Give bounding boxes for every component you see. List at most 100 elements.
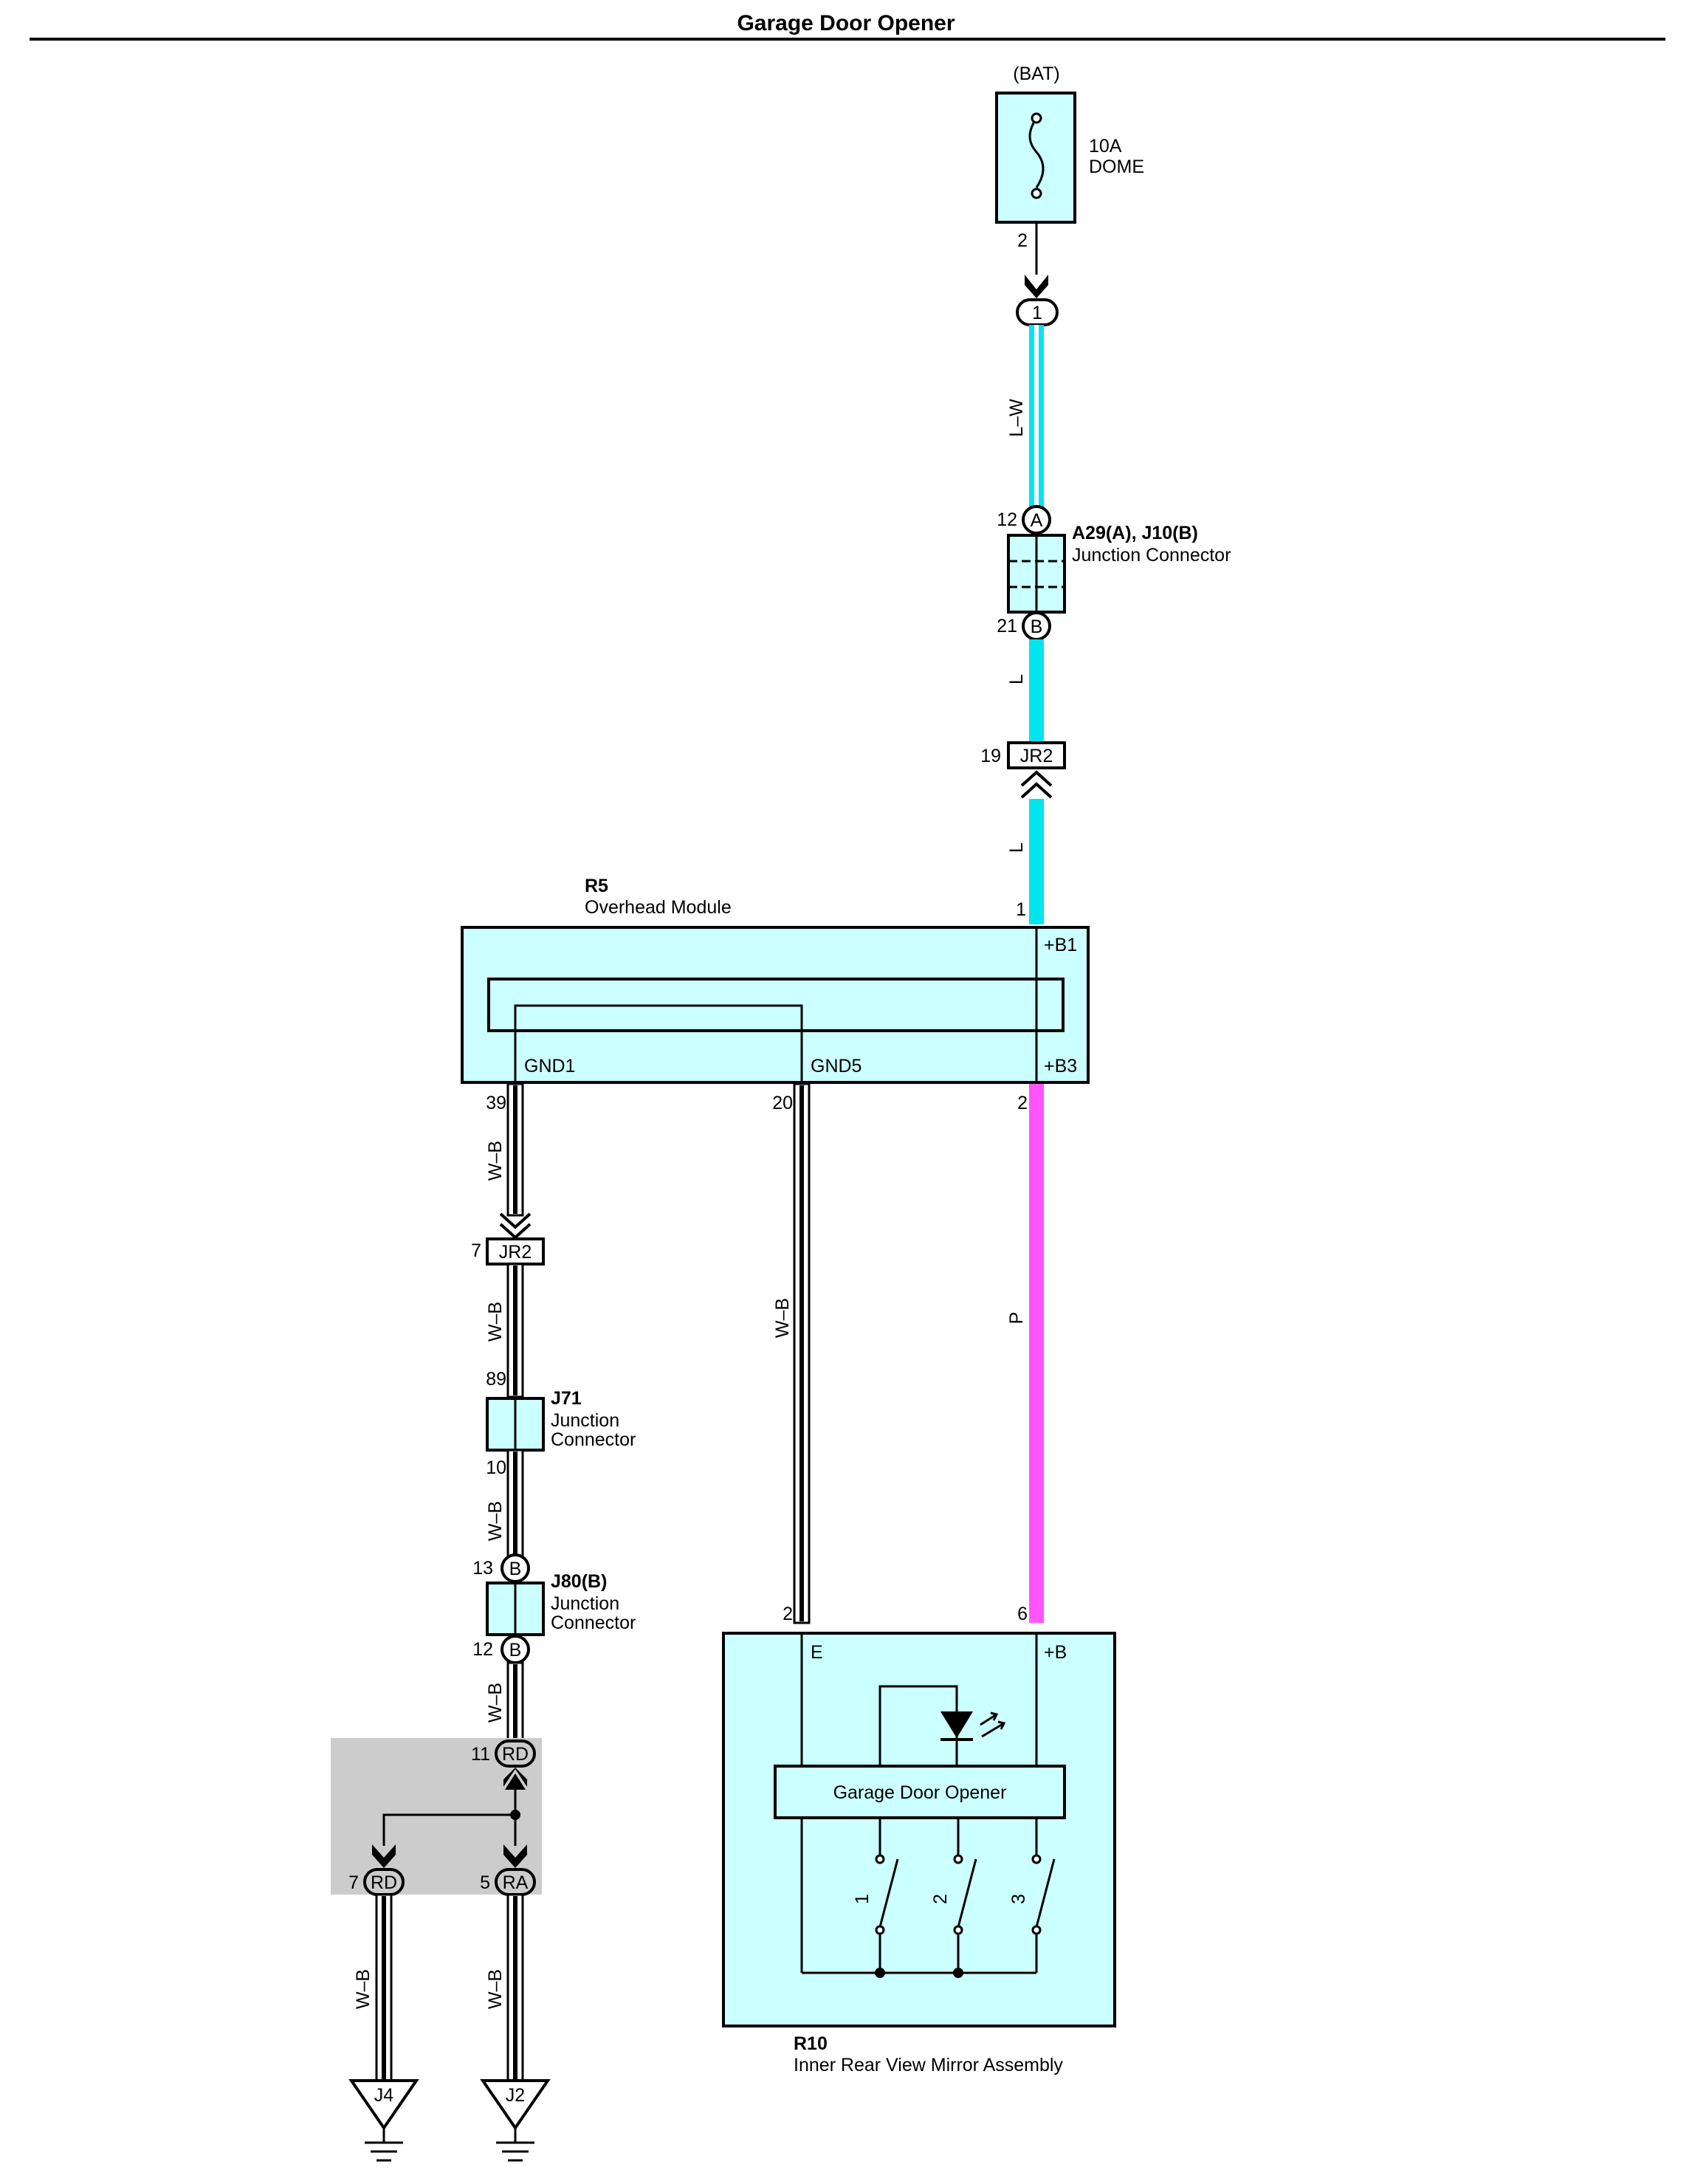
rd-pin: 7 <box>348 1872 359 1893</box>
jr2-top-label: JR2 <box>1020 746 1053 766</box>
switch-2-blade <box>957 1858 977 1928</box>
j-b-pin: 21 <box>997 616 1017 636</box>
wire-l-lower-label: L <box>1006 842 1027 853</box>
r10-pin-b: +B <box>1044 1642 1067 1663</box>
j71-pin-bottom: 10 <box>486 1457 506 1478</box>
j80-line2: Connector <box>551 1613 636 1633</box>
switch-3-blade <box>1035 1858 1056 1928</box>
j-a-circle <box>1022 505 1051 535</box>
connector-rd-top <box>495 1740 536 1768</box>
j-a-pin: 12 <box>997 509 1017 530</box>
wire-p <box>1029 1084 1044 1623</box>
fuse-terminal-bottom <box>1031 188 1042 199</box>
fuse-rating: 10A <box>1089 136 1122 157</box>
j80-top-label: B <box>509 1559 522 1579</box>
ground-bus-node-2 <box>953 1968 963 1978</box>
wire-lw-label: L–W <box>1006 399 1027 437</box>
j71-line1: Junction <box>551 1410 619 1431</box>
switch-2-label: 2 <box>930 1894 951 1904</box>
jr2-left-label: JR2 <box>499 1242 532 1263</box>
ra-label: RA <box>503 1872 529 1893</box>
gdo-module-box <box>774 1765 1066 1819</box>
wire-wb-1-center <box>513 1085 517 1214</box>
fuse-pin: 2 <box>1017 230 1028 251</box>
jr2-top-connector <box>1007 741 1066 769</box>
r5-pin-gnd5: GND5 <box>811 1056 862 1076</box>
chevron-down-icon <box>499 1212 532 1240</box>
rd-top-label: RD <box>502 1744 529 1765</box>
splice-point <box>510 1810 520 1820</box>
mirror-assembly-r10 <box>722 1632 1116 2027</box>
j-a29-code: A29(A), J10(B) <box>1072 523 1198 543</box>
j71-line2: Connector <box>551 1429 636 1450</box>
switch-3-label: 3 <box>1008 1894 1029 1904</box>
ground-j2-icon <box>480 2079 551 2131</box>
switch-1-bottom-contact <box>875 1925 885 1935</box>
r5-inner-bus <box>487 978 1065 1032</box>
r5-b3-num: 2 <box>1017 1093 1028 1113</box>
j80-code: J80(B) <box>551 1571 607 1592</box>
jr2-top-pin: 19 <box>980 746 1001 766</box>
page-title: Garage Door Opener <box>737 11 955 35</box>
r5-b1-pin-num: 1 <box>1016 899 1026 920</box>
gdo-module-label: Garage Door Opener <box>833 1782 1007 1803</box>
switch-3-top-contact <box>1031 1854 1042 1864</box>
wire-l-lower <box>1029 799 1044 924</box>
wire-wb-j4-center <box>382 1896 386 2079</box>
rd-label: RD <box>371 1872 397 1893</box>
led-icon <box>940 1711 973 1738</box>
j80-bottom-label: B <box>509 1640 522 1661</box>
wire-l-upper <box>1029 639 1044 741</box>
arrow-down-icon <box>503 1844 527 1868</box>
j80-line1: Junction <box>551 1593 619 1614</box>
fuse-box <box>995 92 1076 224</box>
ground-j2-label: J2 <box>506 2085 525 2106</box>
wire-wb-j2-label: W–B <box>485 1969 506 2009</box>
r10-e-num: 2 <box>783 1604 793 1624</box>
fuse-name: DOME <box>1089 157 1144 177</box>
r5-name: Overhead Module <box>585 897 732 918</box>
ground-bus-node-1 <box>875 1968 885 1978</box>
r10-code: R10 <box>794 2033 828 2054</box>
j-a29-name: Junction Connector <box>1072 545 1231 566</box>
switch-1-top-contact <box>875 1854 885 1864</box>
switch-1-label: 1 <box>852 1894 873 1904</box>
switch-2-bottom-contact <box>953 1925 963 1935</box>
wire-lw-center <box>1034 325 1039 509</box>
switch-1-blade <box>878 1858 899 1928</box>
r10-name: Inner Rear View Mirror Assembly <box>794 2055 1063 2075</box>
r10-b-num: 6 <box>1017 1604 1028 1624</box>
ra-pin: 5 <box>480 1872 490 1893</box>
led-ray-icon <box>980 1711 1006 1738</box>
j71-pin-top: 89 <box>486 1369 506 1390</box>
wire-wb-4-label: W–B <box>485 1683 506 1723</box>
ground-j4-icon <box>348 2079 419 2131</box>
arrow-up-icon <box>503 1768 527 1787</box>
wire-wb-2-center <box>513 1266 517 1395</box>
j80-pin-bottom: 12 <box>472 1639 493 1660</box>
r5-pin-b1: +B1 <box>1044 935 1077 955</box>
wire-wb-1-label: W–B <box>485 1141 506 1181</box>
fuse-element-icon <box>1028 117 1045 188</box>
wire-wb-gnd5-center <box>799 1085 804 1621</box>
r5-gnd1-num: 39 <box>486 1093 506 1113</box>
wire-p-label: P <box>1006 1312 1027 1325</box>
r5-gnd-link <box>514 1004 803 1082</box>
jr2-left-connector <box>486 1237 545 1266</box>
switch-3-bottom-contact <box>1031 1925 1042 1935</box>
wire-wb-4-center <box>513 1664 517 1738</box>
arrow-down-icon <box>1025 275 1048 298</box>
wire-wb-3-center <box>513 1452 517 1555</box>
r5-gnd5-num: 20 <box>772 1093 793 1113</box>
jr2-left-pin: 7 <box>471 1240 481 1261</box>
r5-code: R5 <box>585 876 608 896</box>
fuse-source-label: (BAT) <box>1013 63 1059 84</box>
r5-pin-gnd1: GND1 <box>524 1056 575 1076</box>
j71-code: J71 <box>551 1388 582 1409</box>
j-b-label: B <box>1031 617 1043 637</box>
r10-pin-e: E <box>811 1642 823 1663</box>
j80-pin-top: 13 <box>472 1558 493 1579</box>
splice-branch <box>382 1813 515 1846</box>
ground-j4-label: J4 <box>374 2085 394 2106</box>
